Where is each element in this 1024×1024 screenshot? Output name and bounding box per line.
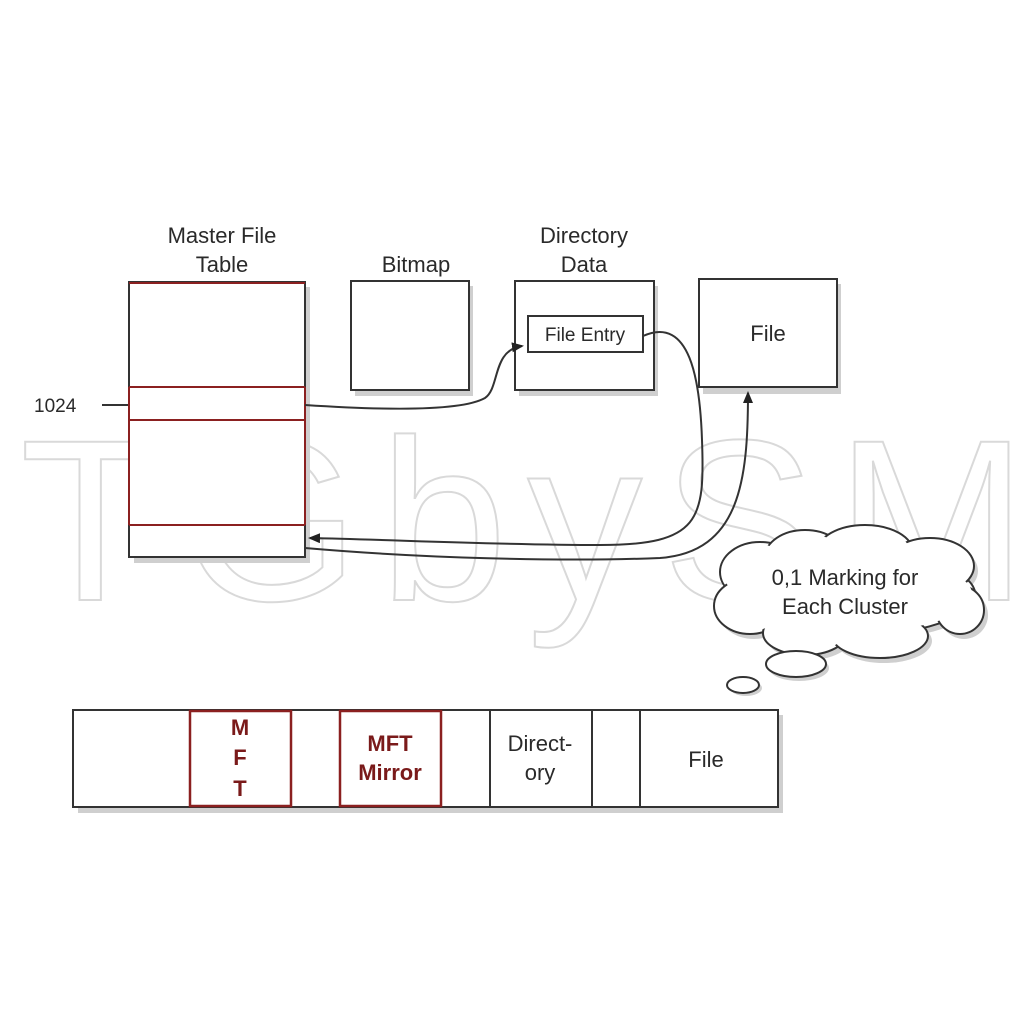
file-entry-label: File Entry <box>545 325 626 346</box>
disk-directory-line2: ory <box>525 760 556 785</box>
arrow-file-entry-to-mft <box>308 331 704 547</box>
disk-mft-letter-f: F <box>233 745 246 770</box>
disk-mft-letter-t: T <box>233 776 247 801</box>
disk-mft-letter-m: M <box>231 715 249 740</box>
arrow-mft-to-file-entry <box>304 342 524 410</box>
directory-data-title-line1: Directory <box>540 223 628 248</box>
thought-cloud: 0,1 Marking for Each Cluster <box>713 524 988 696</box>
disk-file-label: File <box>688 747 723 772</box>
mft-title-line2: Table <box>196 252 249 277</box>
mft-title-line1: Master File <box>168 223 277 248</box>
directory-data-title-line2: Data <box>561 252 608 277</box>
bitmap-box <box>350 280 470 391</box>
thought-bubble-small <box>765 650 829 681</box>
bitmap-title: Bitmap <box>382 252 450 277</box>
file-box-label: File <box>750 321 785 346</box>
file-entry-box <box>527 315 644 353</box>
file-box <box>698 278 838 388</box>
disk-directory-line1: Direct- <box>508 731 573 756</box>
disk-mft-mirror-segment <box>338 709 443 808</box>
disk-mft-mirror-line1: MFT <box>367 731 413 756</box>
disk-mft-segment <box>188 709 293 808</box>
cloud-text-line2: Each Cluster <box>782 594 908 619</box>
mft-row-marker: 1024 <box>34 396 77 417</box>
cloud-text-line1: 0,1 Marking for <box>772 565 919 590</box>
thought-bubble-tiny <box>726 676 762 696</box>
arrow-mft-to-file <box>304 391 753 561</box>
disk-mft-mirror-line2: Mirror <box>358 760 422 785</box>
